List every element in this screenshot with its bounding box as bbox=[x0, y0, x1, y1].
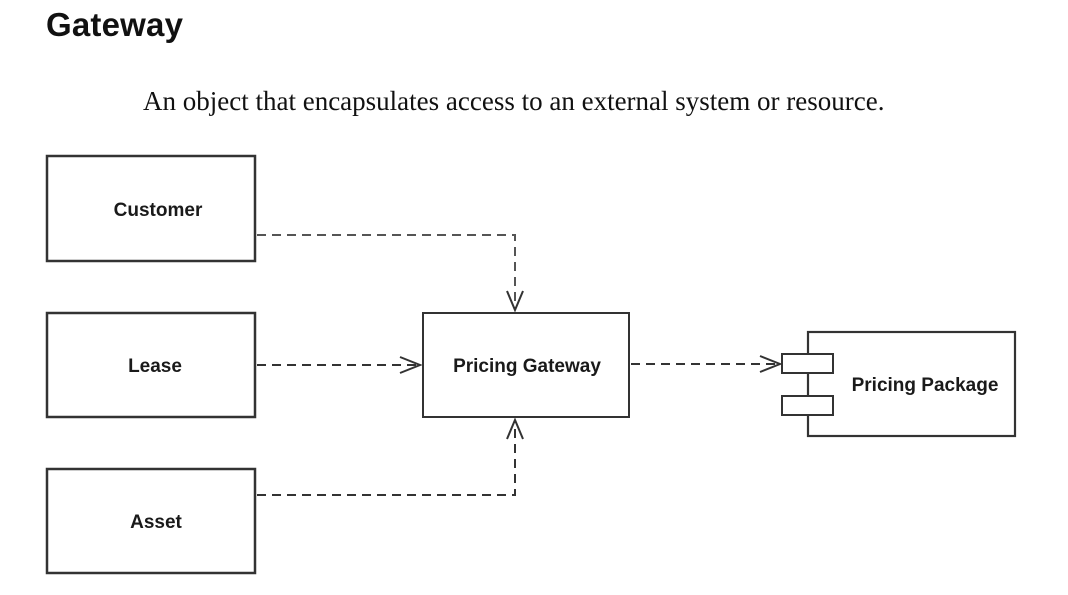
edge-asset-to-gateway bbox=[257, 417, 524, 496]
edge-lease-to-gateway bbox=[257, 356, 423, 374]
arrowhead-down-icon bbox=[506, 290, 524, 313]
arrowhead-right-icon bbox=[759, 355, 783, 373]
edge-gateway-to-package bbox=[631, 355, 783, 373]
pricing-gateway-node: Pricing Gateway bbox=[422, 312, 630, 418]
pricing-package-label: Pricing Package bbox=[852, 375, 999, 396]
lease-node: Lease bbox=[45, 311, 257, 419]
customer-label: Customer bbox=[114, 200, 203, 221]
asset-node: Asset bbox=[45, 467, 257, 575]
lease-label: Lease bbox=[128, 356, 182, 377]
edge-customer-to-gateway bbox=[257, 234, 524, 313]
component-port-bottom-icon bbox=[781, 395, 834, 416]
pricing-gateway-label: Pricing Gateway bbox=[453, 356, 601, 377]
pricing-package-node: Pricing Package bbox=[781, 330, 1017, 438]
asset-label: Asset bbox=[130, 512, 182, 533]
customer-node: Customer bbox=[45, 154, 257, 263]
arrowhead-up-icon bbox=[506, 417, 524, 440]
arrowhead-right-icon bbox=[399, 356, 423, 374]
component-port-top-icon bbox=[781, 353, 834, 374]
page-title: Gateway bbox=[46, 6, 184, 43]
pattern-description: An object that encapsulates access to an… bbox=[143, 86, 885, 116]
